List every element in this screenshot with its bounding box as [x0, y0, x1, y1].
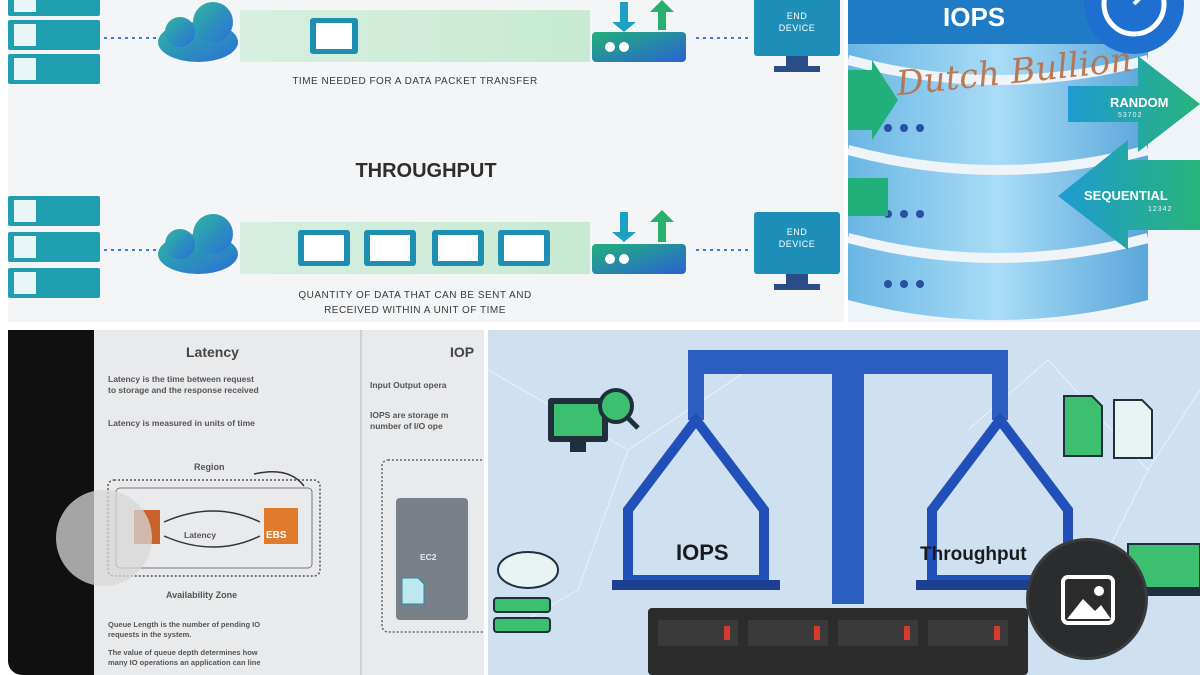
throughput-label: Throughput: [920, 544, 1027, 565]
logo-watermark: [56, 490, 152, 586]
iops-title: IOPS: [943, 2, 1006, 32]
throughput-diagram: [8, 0, 840, 298]
cloud-icon: [158, 214, 238, 274]
bullet: Latency is measured in units of time: [108, 418, 255, 428]
monitor-icon: [754, 0, 840, 72]
bullet: The value of queue depth determines how …: [108, 648, 261, 667]
ebs-label: EBS: [266, 530, 287, 541]
latency-heading: Latency: [186, 344, 239, 360]
random-value: 53702: [1118, 112, 1143, 119]
presentation-slide: Latency Latency is the time between requ…: [94, 330, 484, 675]
balance-scale-illustration: [488, 350, 1200, 675]
divider: [360, 330, 362, 675]
availability-zone-label: Availability Zone: [166, 590, 238, 600]
sequential-value: 12342: [1148, 206, 1173, 213]
region-label: Region: [194, 462, 225, 472]
speedometer-icon: [1084, 0, 1184, 54]
latency-caption: TIME NEEDED FOR A DATA PACKET TRANSFER: [292, 76, 538, 87]
server-icon: [648, 608, 1028, 675]
monitor-search-icon: [548, 388, 640, 452]
latency-slide-tile[interactable]: Latency Latency is the time between requ…: [8, 330, 484, 675]
throughput-title: THROUGHPUT: [355, 160, 497, 182]
bullet: Latency is the time between request to s…: [108, 374, 259, 395]
router-icon: [592, 0, 686, 62]
end-device-label: END DEVICE: [778, 11, 816, 33]
latency-arrow-label: Latency: [184, 530, 217, 540]
sequential-label: SEQUENTIAL: [1084, 188, 1168, 203]
iops-label: IOPS: [676, 540, 729, 565]
random-label: RANDOM: [1110, 95, 1169, 110]
throughput-caption: QUANTITY OF DATA THAT CAN BE SENT AND RE…: [298, 290, 532, 316]
throughput-diagram-tile[interactable]: END DEVICE END DEVICE TIME NEEDED FOR A …: [8, 0, 844, 322]
iops-heading: IOP: [450, 344, 475, 360]
monitor-icon: [754, 212, 840, 290]
file-transfer-icon: [1063, 395, 1153, 459]
iops-database-tile[interactable]: IOPS RANDOM 53702 SEQUENTIAL 12342 Dutch…: [848, 0, 1200, 322]
image-search-button[interactable]: [1026, 538, 1148, 660]
end-device-label: END DEVICE: [778, 227, 816, 249]
cloud-router-icon: [493, 551, 559, 633]
server-rack-icon: [8, 0, 100, 84]
bullet: Queue Length is the number of pending IO…: [108, 620, 261, 639]
ec2-diagram: [381, 459, 484, 633]
database-icon: [848, 0, 1200, 322]
ec2-label: EC2: [420, 552, 437, 562]
cloud-icon: [158, 2, 238, 62]
bullet: IOPS are storage m number of I/O ope: [370, 410, 449, 431]
router-icon: [592, 210, 686, 274]
scale-illustration-tile[interactable]: IOPS Throughput: [488, 330, 1200, 675]
image-icon: [1061, 575, 1115, 625]
bullet: Input Output opera: [370, 380, 447, 390]
server-rack-icon: [8, 196, 100, 298]
